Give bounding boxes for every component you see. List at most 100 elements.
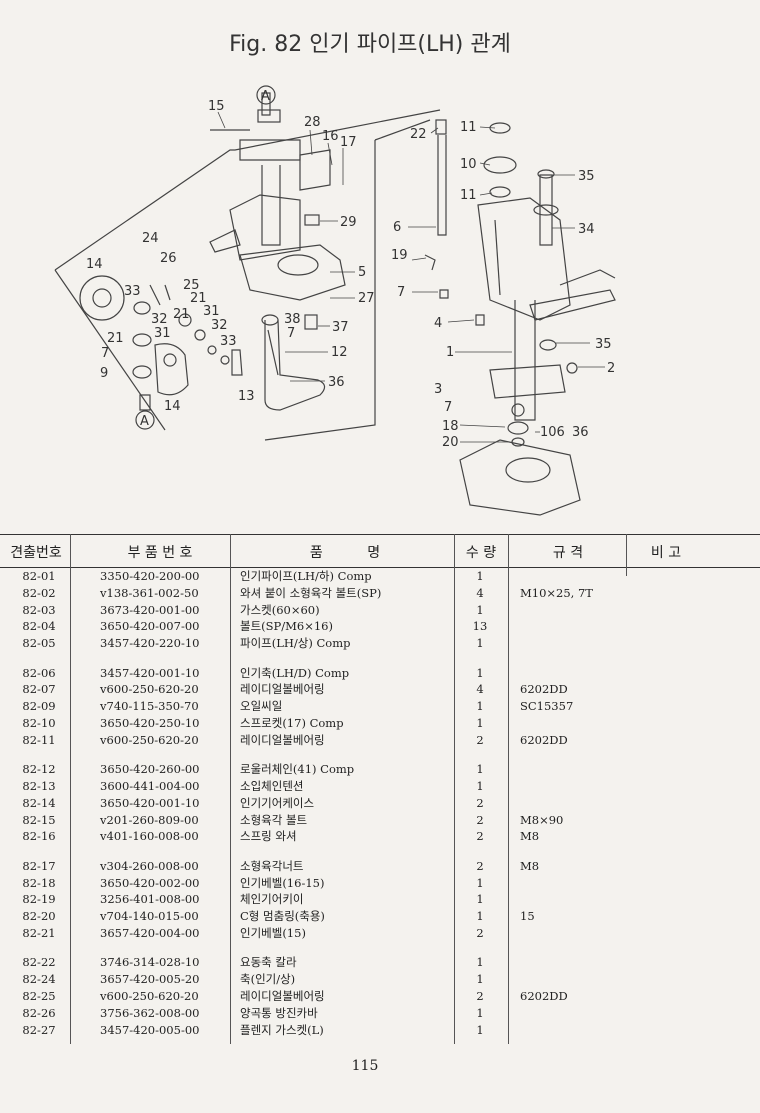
row-qty: 1 [476, 892, 484, 907]
row-part-no: 3746-314-028-10 [100, 955, 200, 970]
row-qty: 2 [476, 858, 484, 873]
callout: 16 [322, 129, 339, 144]
callout: 35 [578, 169, 595, 184]
row-part-no: v401-160-008-00 [100, 829, 199, 844]
row-name: 축(인기/상) [240, 972, 296, 987]
column-divider [454, 534, 455, 1044]
column-divider [626, 534, 627, 576]
callout: 21 [173, 307, 190, 322]
callout: 106 [540, 425, 565, 440]
callout: 22 [410, 127, 427, 142]
row-no: 82-16 [22, 829, 56, 844]
row-name: 스프링 와셔 [240, 829, 297, 844]
row-part-no: 3650-420-250-10 [100, 716, 200, 730]
callout: 6 [393, 220, 401, 235]
row-part-no: 3650-420-001-10 [100, 795, 200, 810]
row-no: 82-02 [22, 585, 56, 600]
row-qty: 1 [476, 779, 484, 793]
parts-table-header: 견출번호 부 품 번 호 품 명 수 량 규 격 비 고 [0, 534, 760, 568]
callout: 5 [358, 265, 366, 280]
callout: 1 [446, 345, 454, 360]
row-name: 와셔 붙이 소형육각 볼트(SP) [240, 585, 382, 600]
page-number: 115 [351, 1058, 379, 1074]
row-qty: 1 [476, 636, 484, 651]
row-name: 소형육각너트 [240, 858, 304, 873]
row-qty: 1 [476, 716, 484, 730]
row-no: 82-13 [22, 779, 56, 793]
callout: 7 [397, 285, 405, 300]
row-qty: 1 [476, 602, 484, 617]
row-name: 파이프(LH/상) Comp [240, 636, 351, 651]
row-no: 82-17 [22, 858, 56, 873]
callout: 18 [442, 419, 459, 434]
row-name: 가스켓(60×60) [240, 602, 320, 617]
row-part-no: v600-250-620-20 [100, 989, 199, 1003]
row-name: 오일씨일 [240, 699, 283, 714]
callout: 11 [460, 120, 477, 135]
row-no: 82-11 [22, 732, 56, 747]
row-qty: 2 [476, 926, 484, 940]
row-qty: 1 [476, 665, 484, 680]
row-qty: 4 [476, 585, 484, 600]
callout: 13 [238, 389, 255, 404]
column-divider [230, 534, 231, 1044]
row-qty: 1 [476, 972, 484, 987]
callout: 32 [151, 312, 168, 327]
row-qty: 1 [476, 909, 484, 924]
callout: A [261, 89, 270, 104]
row-spec: 6202DD [520, 732, 568, 747]
callout: 17 [340, 135, 357, 150]
row-part-no: 3457-420-005-00 [100, 1022, 200, 1037]
row-qty: 2 [476, 989, 484, 1003]
row-part-no: 3673-420-001-00 [100, 602, 200, 617]
callout: 24 [142, 231, 159, 246]
row-part-no: v600-250-620-20 [100, 682, 199, 697]
row-part-no: v138-361-002-50 [100, 585, 199, 600]
callout: 20 [442, 435, 459, 450]
row-qty: 1 [476, 762, 484, 777]
callout: 11 [460, 188, 477, 203]
row-no: 82-03 [22, 602, 56, 617]
callout: 29 [340, 215, 357, 230]
callout: 9 [100, 366, 108, 381]
page-title: Fig. 82 인기 파이프(LH) 관계 [229, 32, 511, 57]
row-part-no: v304-260-008-00 [100, 858, 199, 873]
column-divider [70, 534, 71, 1044]
header-part-no: 부 품 번 호 [127, 545, 193, 561]
callout: 12 [331, 345, 348, 360]
callout: 14 [86, 257, 103, 272]
callout: 36 [328, 375, 345, 390]
column-divider [508, 534, 509, 1044]
row-part-no: v600-250-620-20 [100, 732, 199, 747]
row-part-no: 3256-401-008-00 [100, 892, 200, 907]
row-name: 인기파이프(LH/하) Comp [240, 569, 372, 583]
row-qty: 1 [476, 1005, 484, 1020]
callout: 2 [607, 361, 615, 376]
row-no: 82-21 [22, 926, 56, 940]
callout: 31 [203, 304, 220, 319]
row-name: 체인기어키이 [240, 892, 304, 907]
row-qty: 2 [476, 795, 484, 810]
header-no: 견출번호 [10, 545, 62, 561]
callout: 3 [434, 382, 442, 397]
row-part-no: 3457-420-001-10 [100, 665, 200, 680]
callout: 4 [434, 316, 442, 331]
row-part-no: 3350-420-200-00 [100, 569, 200, 583]
row-no: 82-06 [22, 665, 56, 680]
